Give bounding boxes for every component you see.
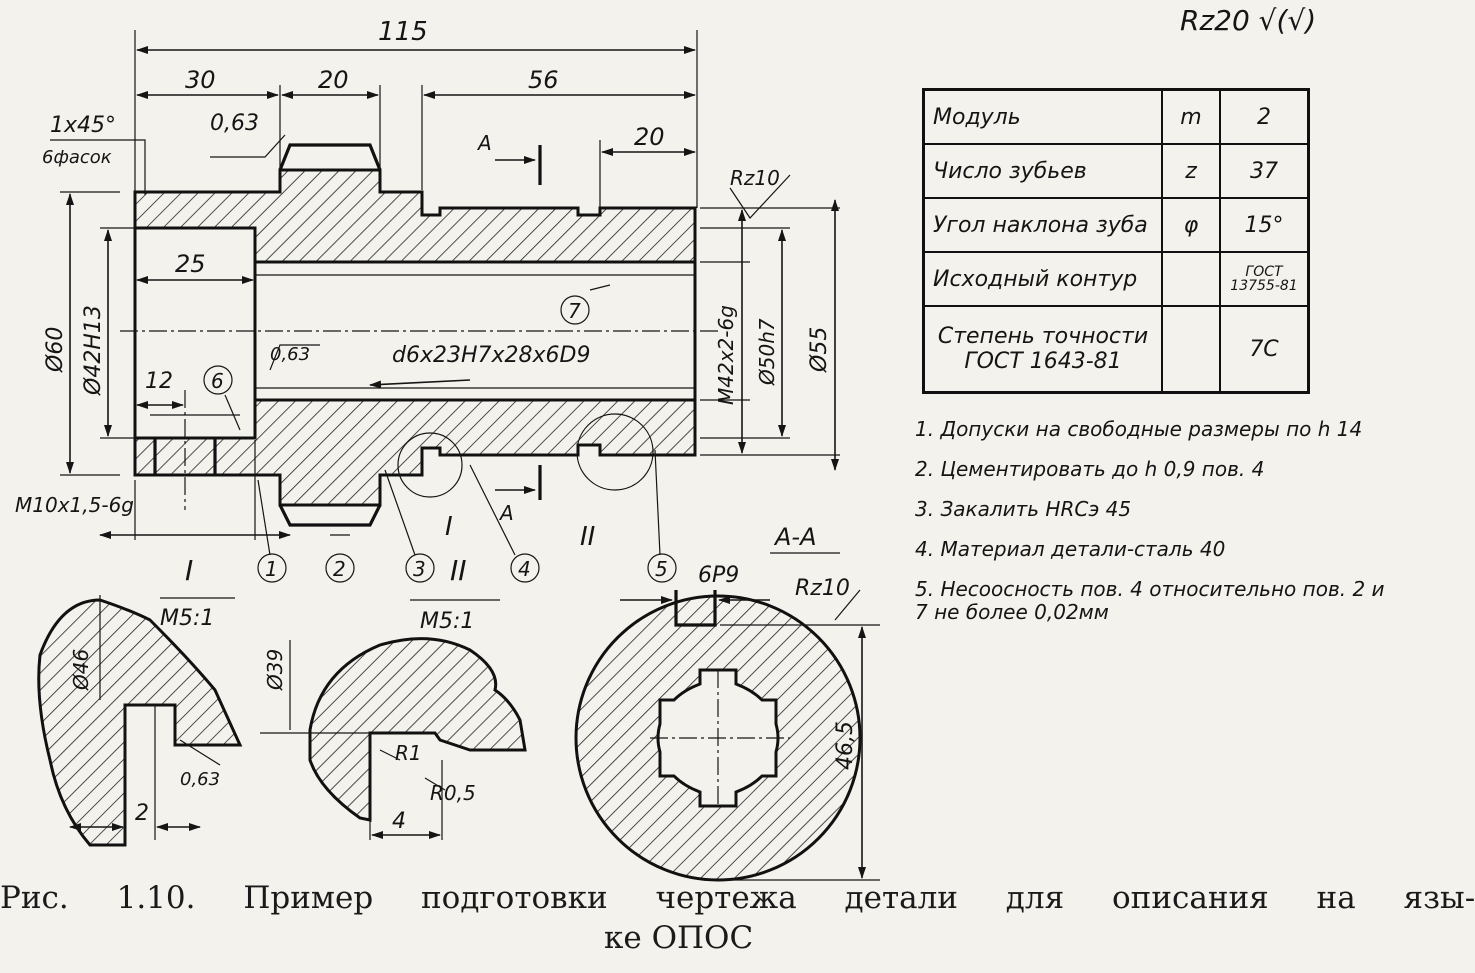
section-mark-top: A [476, 131, 492, 155]
detail-I-scale: M5:1 [160, 606, 214, 631]
dim-12: 12 [145, 369, 173, 394]
callout-2: 2 [333, 557, 346, 581]
detail-II-scale: M5:1 [420, 609, 474, 634]
callout-leaders [224, 284, 661, 556]
thread-hole [153, 438, 217, 475]
callout-circle-1 [257, 553, 287, 583]
note-item: 2. Цементировать до h 0,9 пов. 4 [915, 457, 1265, 481]
callout-circle-6 [203, 365, 233, 395]
caption-line-1: Рис. 1.10. Пример подготовки чертежа дет… [0, 880, 1475, 916]
callout-circle-7 [560, 295, 590, 325]
detail-I-section [37, 598, 243, 847]
table-row: Угол наклона зуба φ 15° [922, 197, 1310, 253]
callout-3: 3 [413, 557, 426, 581]
param-name: Степень точности ГОСТ 1643-81 [922, 305, 1163, 394]
gear-teeth [278, 143, 382, 527]
dim-30: 30 [185, 66, 216, 94]
param-name: Число зубьев [922, 143, 1163, 199]
dim-m42: M42x2-6g [714, 305, 738, 405]
detail-II-section [308, 637, 527, 822]
technical-notes: 1. Допуски на свободные размеры по h 14 … [915, 418, 1385, 641]
callout-circle-4 [510, 553, 540, 583]
table-row: Число зубьев z 37 [922, 143, 1310, 199]
param-symbol [1161, 305, 1221, 394]
param-value: 7С [1219, 305, 1310, 394]
caption-line-2: ке ОПОС [604, 920, 754, 956]
callout-7: 7 [568, 299, 581, 323]
engineering-drawing: Rz20 √(√) [15, 4, 1316, 882]
callout-circle-3 [405, 553, 435, 583]
dim-20b: 20 [634, 123, 665, 151]
chamfer-dim: 1x45° [50, 113, 116, 138]
dim-20a: 20 [318, 66, 349, 94]
detail-I: I M5:1 Ø46 2 0,63 [37, 554, 243, 847]
roughness-header: Rz20 √(√) [1180, 4, 1316, 37]
detail-I-dia: Ø46 [69, 649, 93, 691]
key-width: 6P9 [698, 563, 739, 588]
callout-circle-2 [325, 553, 355, 583]
note-item: 4. Материал детали-сталь 40 [915, 537, 1226, 561]
detail-mark-II: II [580, 522, 595, 552]
detail-II-r05: R0,5 [430, 781, 476, 805]
detail-circle-I [397, 432, 463, 498]
dim-dia60: Ø60 [43, 327, 68, 373]
dim-dia42h13: Ø42H13 [81, 305, 106, 396]
callout-4: 4 [518, 557, 531, 581]
spline-spec: d6x23H7x28x6D9 [392, 343, 590, 368]
detail-mark-I: I [445, 512, 453, 542]
thread-m10: M10x1,5-6g [15, 493, 134, 517]
rz10-right: Rz10 [730, 166, 780, 190]
detail-II-dia: Ø39 [263, 649, 287, 691]
param-name: Модуль [922, 88, 1163, 145]
param-symbol [1161, 251, 1221, 307]
rough-063-top: 0,63 [210, 111, 259, 136]
detail-II: II M5:1 Ø39 R1 R0,5 4 [260, 554, 527, 840]
param-value-line1: ГОСТ [1245, 264, 1283, 280]
callout-6: 6 [211, 369, 224, 393]
rz10-section: Rz10 [795, 576, 850, 601]
param-value: 2 [1219, 88, 1310, 145]
param-symbol: m [1161, 88, 1221, 145]
section-A-A: A-A 6P9 Rz10 46,5 [574, 523, 880, 882]
main-view: 115 30 20 56 20 25 12 1x45° 6фасок 0,63 … [15, 17, 840, 583]
detail-II-r1: R1 [395, 741, 422, 765]
callout-5: 5 [655, 557, 668, 581]
param-value: ГОСТ 13755-81 [1219, 251, 1310, 307]
param-symbol: z [1161, 143, 1221, 199]
param-value: 37 [1219, 143, 1310, 199]
detail-circle-II [576, 413, 654, 491]
note-item: 1. Допуски на свободные размеры по h 14 [915, 417, 1363, 441]
detail-I-title: I [185, 554, 193, 587]
table-row: Исходный контур ГОСТ 13755-81 [922, 251, 1310, 307]
param-name: Исходный контур [922, 251, 1163, 307]
detail-II-title: II [450, 554, 467, 587]
leader-lines [50, 134, 791, 416]
param-value: 15° [1219, 197, 1310, 253]
chamfer-note: 6фасок [42, 147, 112, 168]
callout-1: 1 [265, 557, 278, 581]
table-row: Модуль m 2 [922, 88, 1310, 145]
dim-25: 25 [175, 250, 206, 278]
param-name: Угол наклона зуба [922, 197, 1163, 253]
callout-circle-5 [647, 553, 677, 583]
note-item: 3. Закалить HRCэ 45 [915, 497, 1132, 521]
detail-I-rough: 0,63 [180, 769, 220, 790]
dim-56: 56 [528, 66, 559, 94]
section-title: A-A [773, 523, 817, 551]
dim-dia50h7: Ø50h7 [755, 318, 779, 386]
table-row: Степень точности ГОСТ 1643-81 7С [922, 305, 1310, 394]
note-item: 5. Несоосность пов. 4 относительно пов. … [915, 577, 1385, 624]
dim-dia55: Ø55 [807, 327, 832, 373]
param-symbol: φ [1161, 197, 1221, 253]
dim-115: 115 [378, 17, 428, 47]
param-name-line2: ГОСТ 1643-81 [964, 349, 1122, 374]
rough-063-bore: 0,63 [270, 344, 310, 365]
param-value-line2: 13755-81 [1230, 278, 1298, 294]
dim-465: 46,5 [833, 721, 858, 770]
section-mark-bottom: A [498, 501, 514, 525]
detail-II-width: 4 [392, 809, 406, 834]
param-name-line1: Степень точности [937, 324, 1149, 349]
gear-parameters-table: Модуль m 2 Число зубьев z 37 Угол наклон… [922, 88, 1310, 394]
detail-I-width: 2 [135, 801, 149, 826]
